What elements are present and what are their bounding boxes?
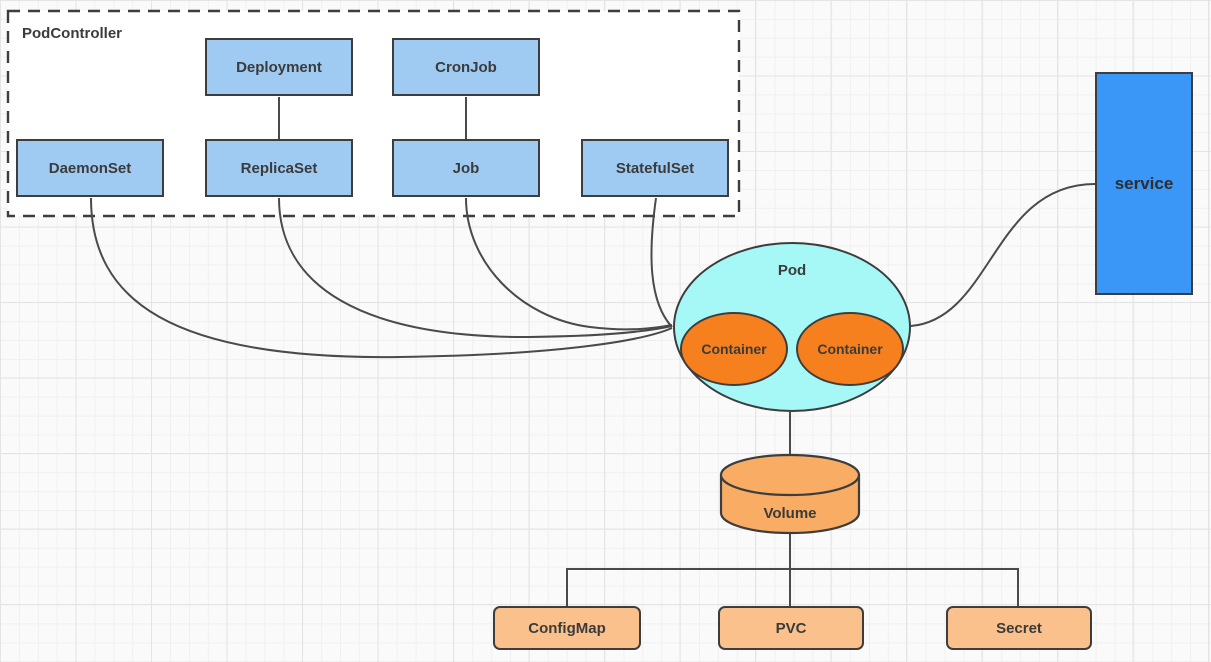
node-cronjob: CronJob [392, 38, 540, 96]
node-pvc-label: PVC [775, 619, 807, 637]
edge-daemonset-pod [90, 197, 673, 359]
node-configmap: ConfigMap [493, 606, 641, 650]
node-configmap-label: ConfigMap [528, 619, 606, 637]
node-deployment-label: Deployment [236, 58, 322, 76]
node-deployment: Deployment [205, 38, 353, 96]
edge-volume-configmap-secret [566, 568, 1019, 606]
node-daemonset: DaemonSet [16, 139, 164, 197]
edge-pod-service [910, 183, 1096, 327]
node-service-label: service [1114, 173, 1174, 193]
node-container-right-label: Container [817, 341, 883, 357]
node-statefulset: StatefulSet [581, 139, 729, 197]
node-container-left: Container [680, 312, 788, 386]
node-pod-label: Pod [777, 262, 807, 279]
edge-job-pod [465, 197, 673, 331]
node-cronjob-label: CronJob [435, 58, 497, 76]
node-container-right: Container [796, 312, 904, 386]
node-container-left-label: Container [701, 341, 767, 357]
volume-cylinder-top [719, 453, 861, 497]
edge-replicaset-pod [278, 197, 673, 339]
node-daemonset-label: DaemonSet [48, 159, 132, 177]
node-job-label: Job [452, 159, 480, 177]
podcontroller-group-label: PodController [22, 25, 122, 42]
edge-statefulset-pod [650, 197, 673, 328]
node-pvc: PVC [718, 606, 864, 650]
node-job: Job [392, 139, 540, 197]
node-secret-label: Secret [996, 619, 1042, 637]
node-secret: Secret [946, 606, 1092, 650]
node-statefulset-label: StatefulSet [615, 159, 695, 177]
node-service: service [1095, 72, 1193, 295]
node-volume-label: Volume [763, 505, 817, 522]
node-replicaset: ReplicaSet [205, 139, 353, 197]
node-replicaset-label: ReplicaSet [240, 159, 318, 177]
